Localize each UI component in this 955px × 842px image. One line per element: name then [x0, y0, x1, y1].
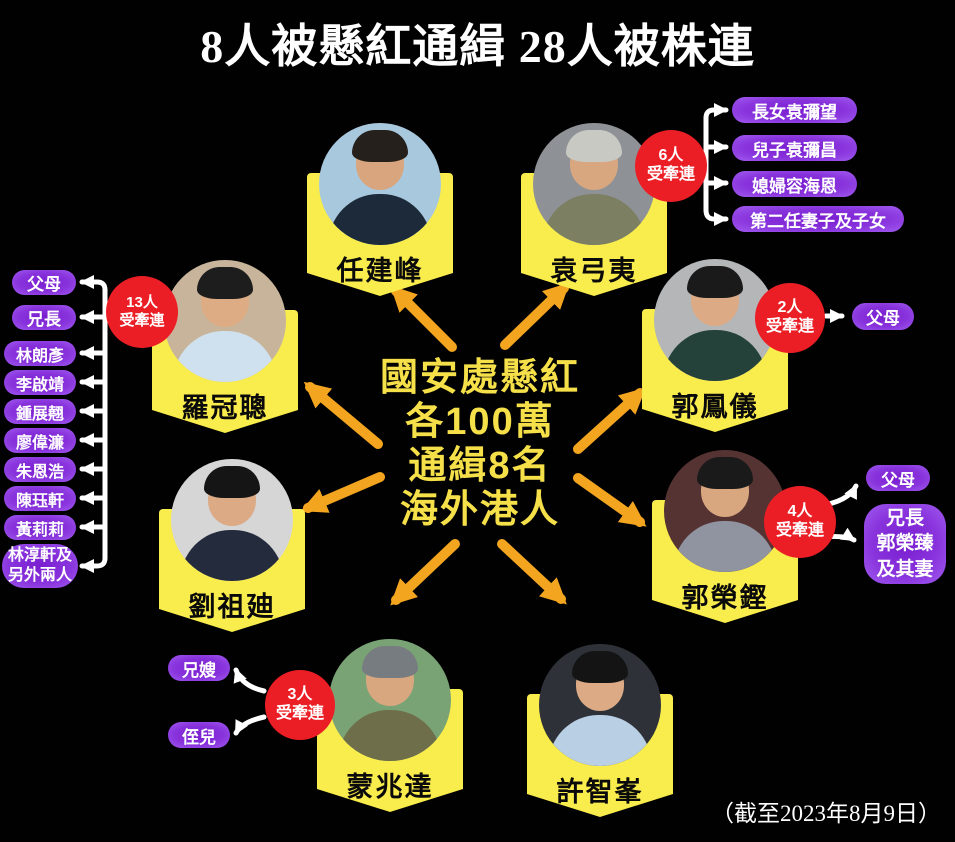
- arrow-center-to-christopher-mung: [390, 539, 460, 606]
- portrait-torso: [327, 193, 433, 245]
- portrait-torso: [172, 330, 278, 382]
- person-card-christopher-mung: 蒙兆達: [315, 639, 465, 815]
- relative-pill-dennis-2: 兄長 郭榮臻 及其妻: [864, 504, 946, 584]
- portrait-photo: [533, 123, 655, 245]
- person-name: 許智峯: [556, 777, 644, 807]
- person-card-finn-lau: 劉祖廸: [157, 459, 307, 635]
- relative-pill-nathan-6: 廖偉濂: [4, 428, 76, 453]
- relative-pill-mung-1: 兄嫂: [168, 655, 230, 681]
- relative-pill-nathan-2: 兄長: [12, 305, 76, 330]
- person-card-anna-kwok: 郭鳳儀: [640, 259, 790, 435]
- name-banner-tip: [652, 600, 798, 623]
- relative-pill-nathan-5: 鍾展翹: [4, 399, 76, 424]
- relative-pill-yuen-2: 兒子袁彌昌: [732, 135, 857, 161]
- date-note: （截至2023年8月9日）: [711, 801, 941, 826]
- name-banner-tip: [317, 789, 463, 812]
- center-line-1: 國安處懸紅: [379, 357, 580, 399]
- connector-mung-r1: [233, 667, 267, 694]
- portrait-torso: [541, 193, 647, 245]
- name-banner-tip: [527, 794, 673, 817]
- person-name: 郭榮鏗: [681, 583, 769, 613]
- page-title: 8人被懸紅通緝 28人被株連: [200, 21, 755, 72]
- center-line-2: 各100萬: [405, 401, 555, 443]
- person-name: 袁弓夷: [550, 256, 638, 286]
- impact-badge-yuen: 6人 受牽連: [635, 130, 707, 202]
- name-banner-tip: [159, 609, 305, 632]
- portrait-photo: [329, 639, 451, 761]
- connector-yuen-r4: [703, 207, 729, 226]
- relative-pill-nathan-3: 林朗彥: [4, 341, 76, 366]
- portrait-torso: [179, 529, 285, 581]
- portrait-hair: [696, 457, 754, 490]
- relative-pill-nathan-10: 林淳軒及 另外兩人: [2, 544, 78, 588]
- person-card-kevin-yam: 任建峰: [305, 123, 455, 299]
- person-card-dennis-kwok: 郭榮鏗: [650, 450, 800, 626]
- portrait-photo: [539, 644, 661, 766]
- person-name: 劉祖廸: [188, 592, 276, 622]
- impact-badge-nathan: 13人 受牽連: [106, 276, 178, 348]
- portrait-photo: [654, 259, 776, 381]
- relative-pill-nathan-7: 朱恩浩: [4, 457, 76, 482]
- portrait-photo: [664, 450, 786, 572]
- connector-nathan-r10: [79, 555, 108, 573]
- portrait-photo: [171, 459, 293, 581]
- portrait-torso: [662, 329, 768, 381]
- relative-pill-nathan-9: 黃莉莉: [4, 515, 76, 540]
- connector-yuen-r1: [703, 103, 729, 121]
- relative-pill-dennis-1: 父母: [866, 465, 930, 491]
- relative-pill-nathan-1: 父母: [12, 270, 76, 295]
- portrait-hair: [361, 646, 419, 679]
- relative-pill-mung-2: 侄兒: [168, 722, 230, 748]
- person-name: 郭鳳儀: [671, 392, 759, 422]
- portrait-photo: [319, 123, 441, 245]
- relative-pill-nathan-4: 李啟靖: [4, 370, 76, 395]
- portrait-torso: [672, 520, 778, 572]
- portrait-hair: [686, 266, 744, 299]
- center-line-4: 海外港人: [399, 489, 560, 531]
- impact-badge-anna: 2人 受牽連: [755, 283, 825, 353]
- impact-badge-mung: 3人 受牽連: [265, 670, 335, 740]
- relative-pill-yuen-1: 長女袁彌望: [732, 97, 857, 123]
- person-name: 蒙兆達: [346, 772, 434, 802]
- portrait-hair: [351, 130, 409, 163]
- person-name: 羅冠聰: [181, 393, 269, 423]
- portrait-hair: [196, 267, 254, 300]
- relative-pill-nathan-8: 陳珏軒: [4, 486, 76, 511]
- portrait-hair: [203, 466, 261, 499]
- relative-pill-yuen-4: 第二任妻子及子女: [732, 206, 904, 232]
- name-banner-tip: [152, 410, 298, 433]
- portrait-torso: [547, 714, 653, 766]
- name-banner-tip: [642, 409, 788, 432]
- arrow-center-to-kevin-yam: [390, 285, 457, 352]
- center-statement: 國安處懸紅 各100萬 通緝8名 海外港人: [338, 356, 622, 532]
- arrow-center-to-ted-hui: [497, 539, 567, 605]
- portrait-hair: [571, 651, 629, 684]
- person-card-ted-hui: 許智峯: [525, 644, 675, 820]
- person-name: 任建峰: [336, 256, 424, 286]
- portrait-torso: [337, 709, 443, 761]
- impact-badge-dennis: 4人 受牽連: [764, 486, 836, 558]
- person-card-nathan-law: 羅冠聰: [150, 260, 300, 436]
- portrait-photo: [164, 260, 286, 382]
- center-line-3: 通緝8名: [408, 445, 552, 487]
- relative-pill-anna-1: 父母: [852, 303, 914, 330]
- connector-mung-r2: [233, 714, 267, 736]
- connector-nathan-parents: [79, 275, 108, 293]
- relative-pill-yuen-3: 媳婦容海恩: [732, 171, 857, 197]
- portrait-hair: [565, 130, 623, 163]
